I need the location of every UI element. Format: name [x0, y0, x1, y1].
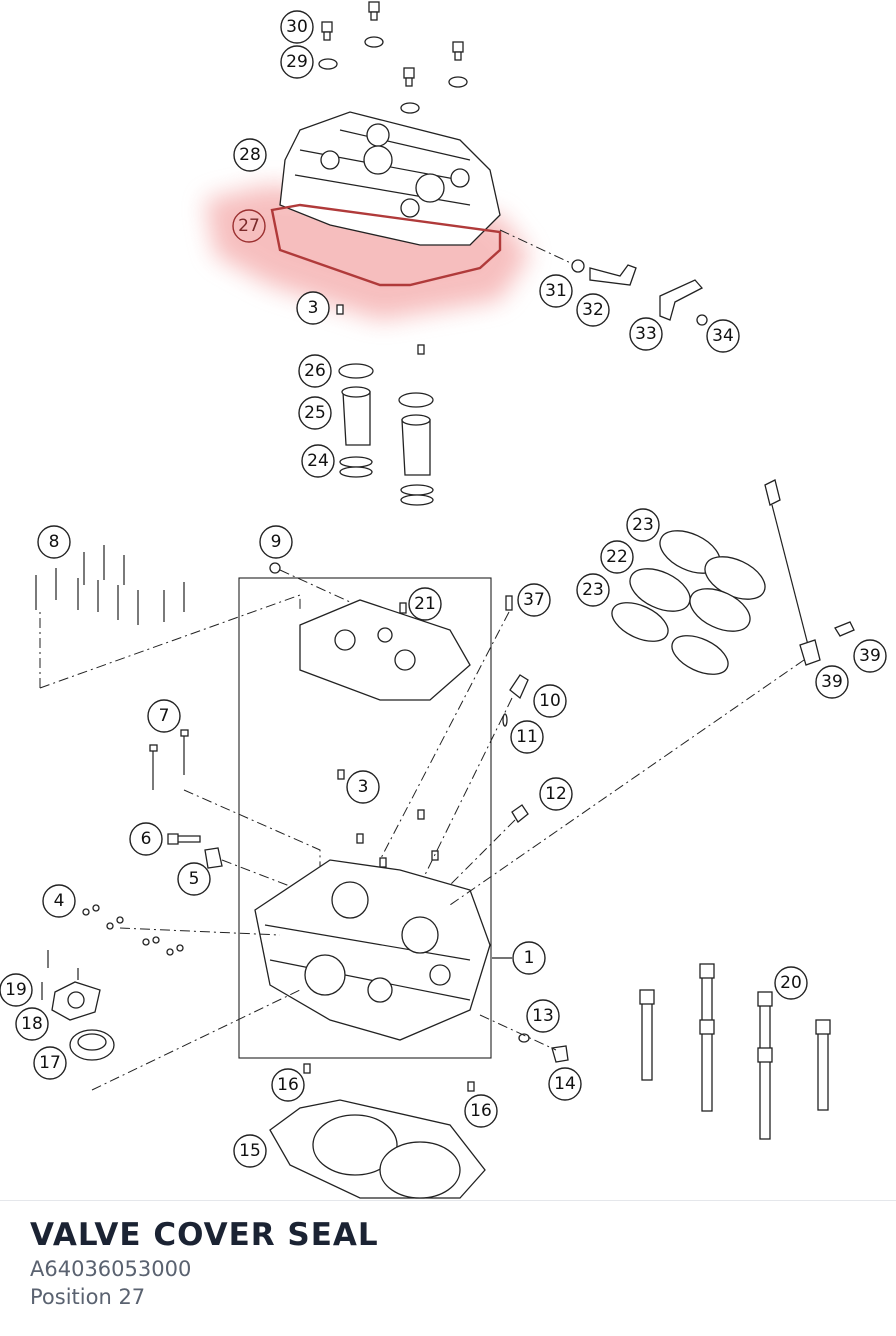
- callout-34[interactable]: 34: [706, 319, 740, 353]
- callout-number: 23: [582, 580, 604, 600]
- callout-21[interactable]: 21: [408, 587, 442, 621]
- callout-6[interactable]: 6: [129, 822, 163, 856]
- callout-24[interactable]: 24: [301, 444, 335, 478]
- callout-5[interactable]: 5: [177, 862, 211, 896]
- callout-30[interactable]: 30: [280, 10, 314, 44]
- valve-cover-seal: [270, 203, 502, 287]
- valve-cover: [279, 111, 501, 246]
- callout-number: 18: [21, 1014, 43, 1034]
- callout-7[interactable]: 7: [147, 699, 181, 733]
- callout-4[interactable]: 4: [42, 884, 76, 918]
- callout-number: 7: [159, 706, 170, 726]
- callout-23[interactable]: 23: [626, 508, 660, 542]
- callout-11[interactable]: 11: [510, 720, 544, 754]
- callout-number: 39: [821, 672, 843, 692]
- callout-37[interactable]: 37: [517, 583, 551, 617]
- callout-number: 26: [304, 361, 326, 381]
- callout-13[interactable]: 13: [526, 999, 560, 1033]
- sensor-cable: [764, 479, 855, 666]
- top-fasteners: [318, 1, 468, 114]
- callout-19[interactable]: 19: [0, 973, 33, 1007]
- callout-number: 27: [238, 216, 260, 236]
- callout-number: 6: [141, 829, 152, 849]
- callout-number: 20: [780, 973, 802, 993]
- callout-number: 15: [239, 1141, 261, 1161]
- callout-number: 34: [712, 326, 734, 346]
- callout-3[interactable]: 3: [346, 770, 380, 804]
- callout-number: 10: [539, 691, 561, 711]
- callout-20[interactable]: 20: [774, 966, 808, 1000]
- callout-number: 16: [277, 1075, 299, 1095]
- callout-number: 14: [554, 1074, 576, 1094]
- callout-12[interactable]: 12: [539, 777, 573, 811]
- part-position: Position 27: [30, 1285, 146, 1309]
- head-gasket: [269, 1099, 486, 1199]
- exploded-parts-diagram: 1334567891011121314151616171819202122232…: [0, 1, 887, 1199]
- callout-number: 25: [304, 403, 326, 423]
- callout-16[interactable]: 16: [271, 1068, 305, 1102]
- part-name: VALVE COVER SEAL: [30, 1217, 379, 1253]
- callout-23[interactable]: 23: [576, 573, 610, 607]
- cylinder-head-bolts: [639, 963, 831, 1140]
- callout-number: 24: [307, 451, 329, 471]
- callout-number: 29: [286, 52, 308, 72]
- callout-15[interactable]: 15: [233, 1134, 267, 1168]
- callout-number: 13: [532, 1006, 554, 1026]
- callout-number: 4: [54, 891, 65, 911]
- callout-14[interactable]: 14: [548, 1067, 582, 1101]
- callout-number: 8: [49, 532, 60, 552]
- callout-number: 32: [582, 300, 604, 320]
- callout-number: 5: [189, 869, 200, 889]
- part-number: A64036053000: [30, 1257, 192, 1281]
- callout-number: 28: [239, 145, 261, 165]
- callout-number: 39: [859, 646, 881, 666]
- callout-39[interactable]: 39: [815, 665, 849, 699]
- callout-8[interactable]: 8: [37, 525, 71, 559]
- callout-39[interactable]: 39: [853, 639, 887, 673]
- callout-32[interactable]: 32: [576, 293, 610, 327]
- callout-22[interactable]: 22: [600, 540, 634, 574]
- camshaft-carrier: [299, 599, 471, 701]
- callout-26[interactable]: 26: [298, 354, 332, 388]
- part-info-panel: VALVE COVER SEAL A64036053000 Position 2…: [0, 1200, 896, 1336]
- cylinder-head: [254, 859, 491, 1041]
- callout-28[interactable]: 28: [233, 138, 267, 172]
- callout-number: 3: [308, 298, 319, 318]
- callout-1[interactable]: 1: [512, 941, 546, 975]
- callout-27[interactable]: 27: [232, 209, 266, 243]
- bolt-group-8: [35, 545, 185, 625]
- callout-9[interactable]: 9: [259, 525, 293, 559]
- assembly-frame: [238, 577, 492, 1059]
- callout-number: 31: [545, 281, 567, 301]
- callout-29[interactable]: 29: [280, 45, 314, 79]
- intake-boots: [611, 530, 766, 675]
- callout-3[interactable]: 3: [296, 291, 330, 325]
- callout-number: 23: [632, 515, 654, 535]
- callout-number: 30: [286, 17, 308, 37]
- callout-number: 3: [358, 777, 369, 797]
- callout-number: 11: [516, 727, 538, 747]
- callout-number: 9: [271, 532, 282, 552]
- callout-number: 22: [606, 547, 628, 567]
- callout-17[interactable]: 17: [33, 1046, 67, 1080]
- callout-10[interactable]: 10: [533, 684, 567, 718]
- callout-number: 37: [523, 590, 545, 610]
- callout-number: 17: [39, 1053, 61, 1073]
- callout-number: 33: [635, 324, 657, 344]
- callout-number: 16: [470, 1101, 492, 1121]
- callout-number: 19: [5, 980, 27, 1000]
- callout-25[interactable]: 25: [298, 396, 332, 430]
- thermostat-group: [41, 950, 115, 1061]
- callout-16[interactable]: 16: [464, 1094, 498, 1128]
- callout-33[interactable]: 33: [629, 317, 663, 351]
- spark-plug-tubes: [338, 363, 434, 506]
- callout-number: 1: [524, 948, 535, 968]
- callout-18[interactable]: 18: [15, 1007, 49, 1041]
- callout-number: 21: [414, 594, 436, 614]
- bolt-group-4: [82, 904, 184, 956]
- callout-number: 12: [545, 784, 567, 804]
- callout-31[interactable]: 31: [539, 274, 573, 308]
- breather-fitting-group: [571, 259, 708, 326]
